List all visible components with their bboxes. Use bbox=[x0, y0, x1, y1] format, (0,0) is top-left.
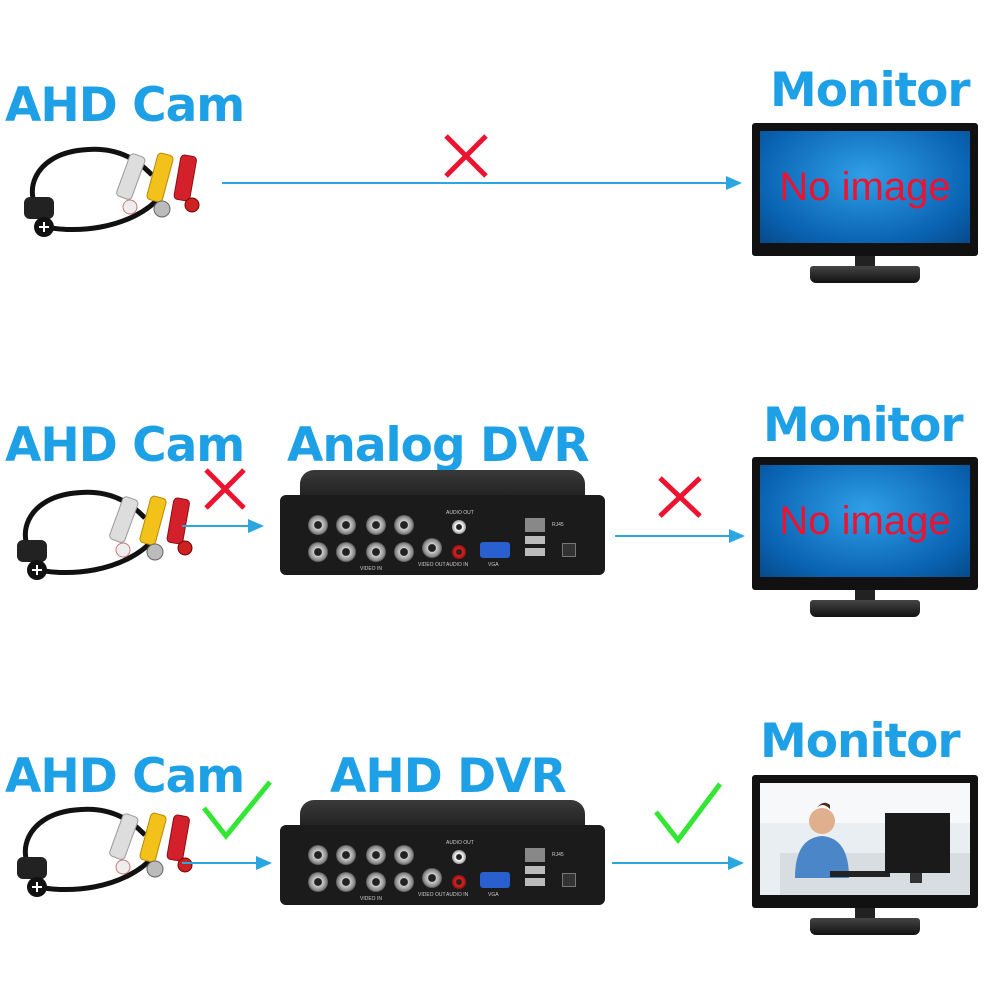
port-label: AUDIO OUT bbox=[446, 840, 474, 846]
no-image-text: No image bbox=[779, 498, 951, 543]
ahd-camera-cable-image bbox=[5, 795, 195, 900]
analog-dvr-label: Analog DVR bbox=[287, 418, 590, 473]
monitor-stand bbox=[810, 266, 920, 283]
check-icon bbox=[654, 782, 722, 845]
connection-arrow bbox=[182, 519, 264, 533]
port-label: VIDEO OUT bbox=[418, 562, 446, 568]
connection-arrow bbox=[612, 856, 744, 870]
port-label: VGA bbox=[488, 892, 499, 898]
cross-icon bbox=[204, 468, 246, 510]
port-label: VIDEO IN bbox=[360, 566, 382, 572]
monitor-stand bbox=[810, 600, 920, 617]
cross-icon bbox=[658, 476, 702, 518]
connection-arrow bbox=[615, 529, 745, 543]
monitor-label: Monitor bbox=[760, 714, 961, 769]
connection-arrow bbox=[222, 176, 742, 190]
camera-label: AHD Cam bbox=[5, 78, 245, 133]
ahd-camera-cable-image bbox=[12, 135, 202, 240]
port-label: AUDIO IN bbox=[446, 892, 469, 898]
monitor bbox=[752, 775, 978, 935]
camera-label: AHD Cam bbox=[5, 418, 245, 473]
cross-icon bbox=[444, 134, 488, 178]
monitor-label: Monitor bbox=[770, 63, 971, 118]
monitor: No image bbox=[752, 457, 978, 617]
monitor-label: Monitor bbox=[763, 398, 964, 453]
check-icon bbox=[202, 780, 272, 841]
port-label: RJ45 bbox=[552, 852, 564, 858]
port-label: AUDIO OUT bbox=[446, 510, 474, 516]
ahd-camera-cable-image bbox=[5, 478, 195, 583]
port-label: VGA bbox=[488, 562, 499, 568]
port-label: RJ45 bbox=[552, 522, 564, 528]
port-label: AUDIO IN bbox=[446, 562, 469, 568]
monitor-stand bbox=[810, 918, 920, 935]
monitor: No image bbox=[752, 123, 978, 283]
port-label: VIDEO IN bbox=[360, 896, 382, 902]
ahd-dvr-label: AHD DVR bbox=[330, 749, 567, 804]
ahd-dvr-device: VIDEO IN VIDEO OUT AUDIO OUT AUDIO IN VG… bbox=[280, 800, 605, 905]
no-image-text: No image bbox=[779, 164, 951, 209]
port-label: VIDEO OUT bbox=[418, 892, 446, 898]
monitor-screen: No image bbox=[760, 131, 970, 243]
monitor-screen-office-photo bbox=[760, 783, 970, 895]
connection-arrow bbox=[182, 856, 272, 870]
analog-dvr-device: VIDEO IN VIDEO OUT AUDIO OUT AUDIO IN VG… bbox=[280, 470, 605, 575]
monitor-screen: No image bbox=[760, 465, 970, 577]
camera-label: AHD Cam bbox=[5, 749, 245, 804]
